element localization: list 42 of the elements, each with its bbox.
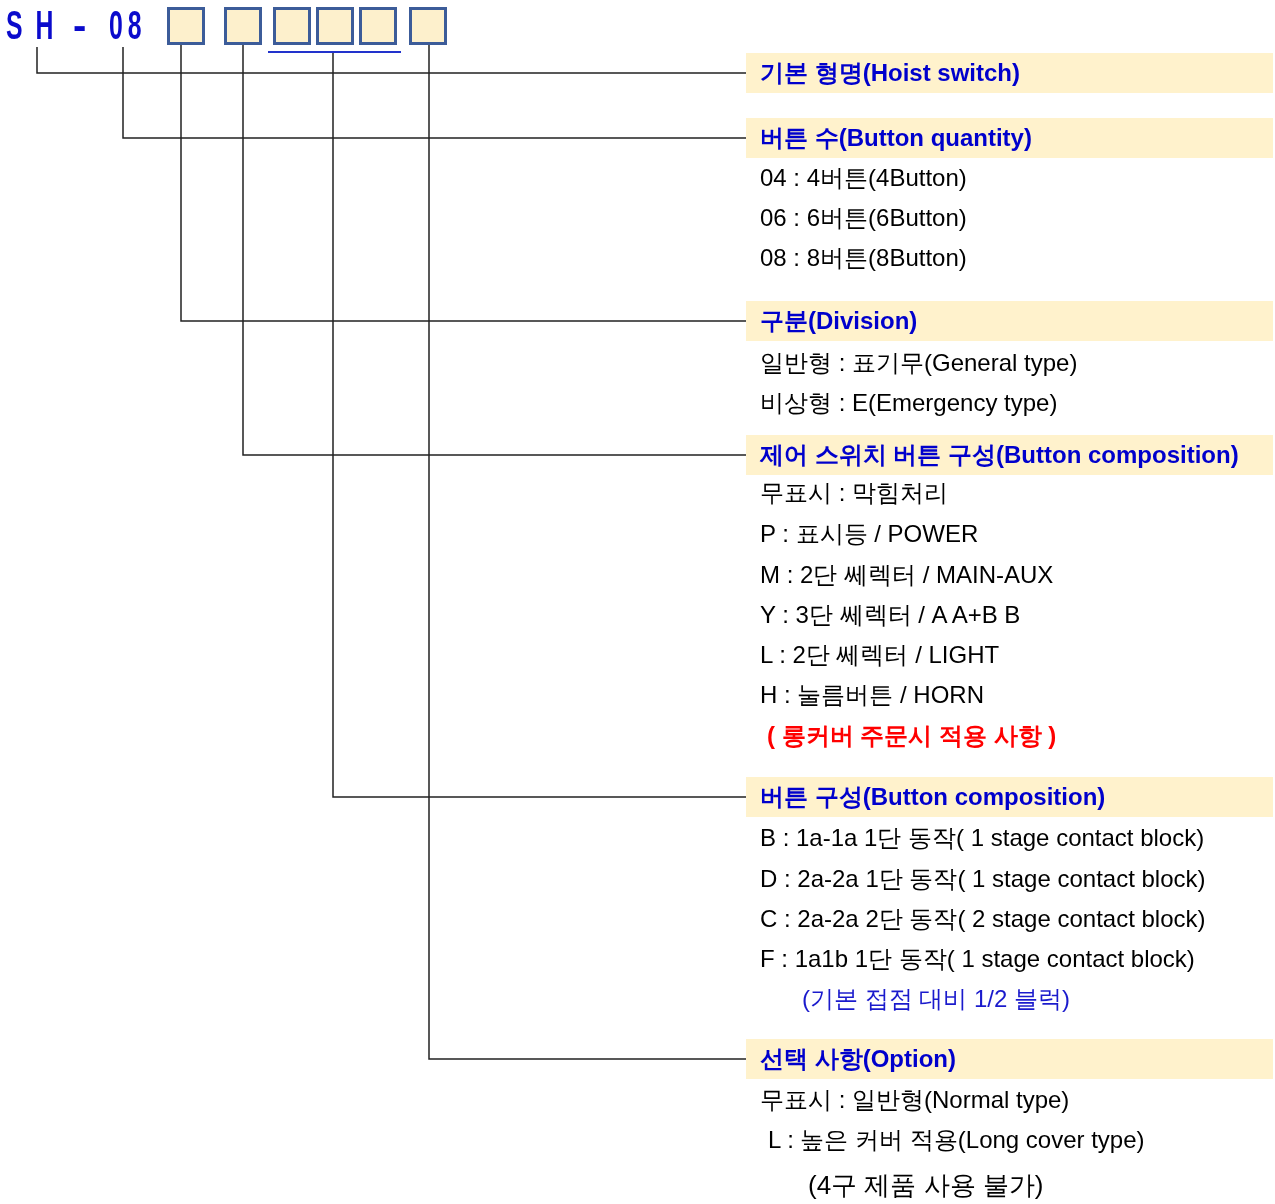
separator-dash: - — [73, 3, 87, 47]
blank-box — [167, 7, 205, 45]
option-text: 무표시 : 막힘처리 — [760, 478, 948, 508]
blank-box — [224, 7, 262, 45]
option-text: M : 2단 쎄렉터 / MAIN-AUX — [760, 560, 1054, 590]
option-text: C : 2a-2a 2단 동작( 2 stage contact block) — [760, 904, 1206, 934]
leader-line — [428, 44, 747, 1060]
option-text: 일반형 : 표기무(General type) — [760, 348, 1078, 378]
option-text: D : 2a-2a 1단 동작( 1 stage contact block) — [760, 864, 1206, 894]
leader-line — [242, 44, 747, 456]
option-text: 비상형 : E(Emergency type) — [760, 388, 1058, 418]
heading-band: 버튼 수(Button quantity) — [746, 118, 1273, 158]
option-text: 08 : 8버튼(8Button) — [760, 243, 967, 273]
note-text: ( 롱커버 주문시 적용 사항 ) — [767, 721, 1057, 751]
option-text: L : 2단 쎄렉터 / LIGHT — [760, 640, 1000, 670]
option-text: 무표시 : 일반형(Normal type) — [760, 1085, 1070, 1115]
blank-box — [359, 7, 397, 45]
option-text: P : 표시등 / POWER — [760, 519, 979, 549]
option-text: Y : 3단 쎄렉터 / A A+B B — [760, 600, 1021, 630]
option-text: F : 1a1b 1단 동작( 1 stage contact block) — [760, 944, 1195, 974]
option-text: B : 1a-1a 1단 동작( 1 stage contact block) — [760, 823, 1205, 853]
heading-band: 기본 형명(Hoist switch) — [746, 53, 1273, 93]
group-underline — [268, 51, 401, 53]
model-code: SH — [6, 3, 67, 47]
heading-band: 구분(Division) — [746, 301, 1273, 341]
heading-band: 버튼 구성(Button composition) — [746, 777, 1273, 817]
leader-line — [122, 46, 747, 139]
option-text: 06 : 6버튼(6Button) — [760, 203, 967, 233]
option-text: H : 눌름버튼 / HORN — [760, 680, 984, 710]
note-text: (4구 제품 사용 불가) — [808, 1169, 1044, 1202]
model-code: 08 — [109, 3, 147, 47]
leader-line — [36, 46, 747, 74]
heading-band: 제어 스위치 버튼 구성(Button composition) — [746, 435, 1273, 475]
option-text: L : 높은 커버 적용(Long cover type) — [768, 1125, 1145, 1155]
leader-line — [332, 52, 747, 798]
note-text: (기본 접점 대비 1/2 블럭) — [802, 984, 1071, 1014]
option-text: 04 : 4버튼(4Button) — [760, 163, 967, 193]
heading-band: 선택 사항(Option) — [746, 1039, 1273, 1079]
blank-box — [316, 7, 354, 45]
leader-line — [180, 44, 747, 322]
blank-box — [409, 7, 447, 45]
blank-box — [273, 7, 311, 45]
